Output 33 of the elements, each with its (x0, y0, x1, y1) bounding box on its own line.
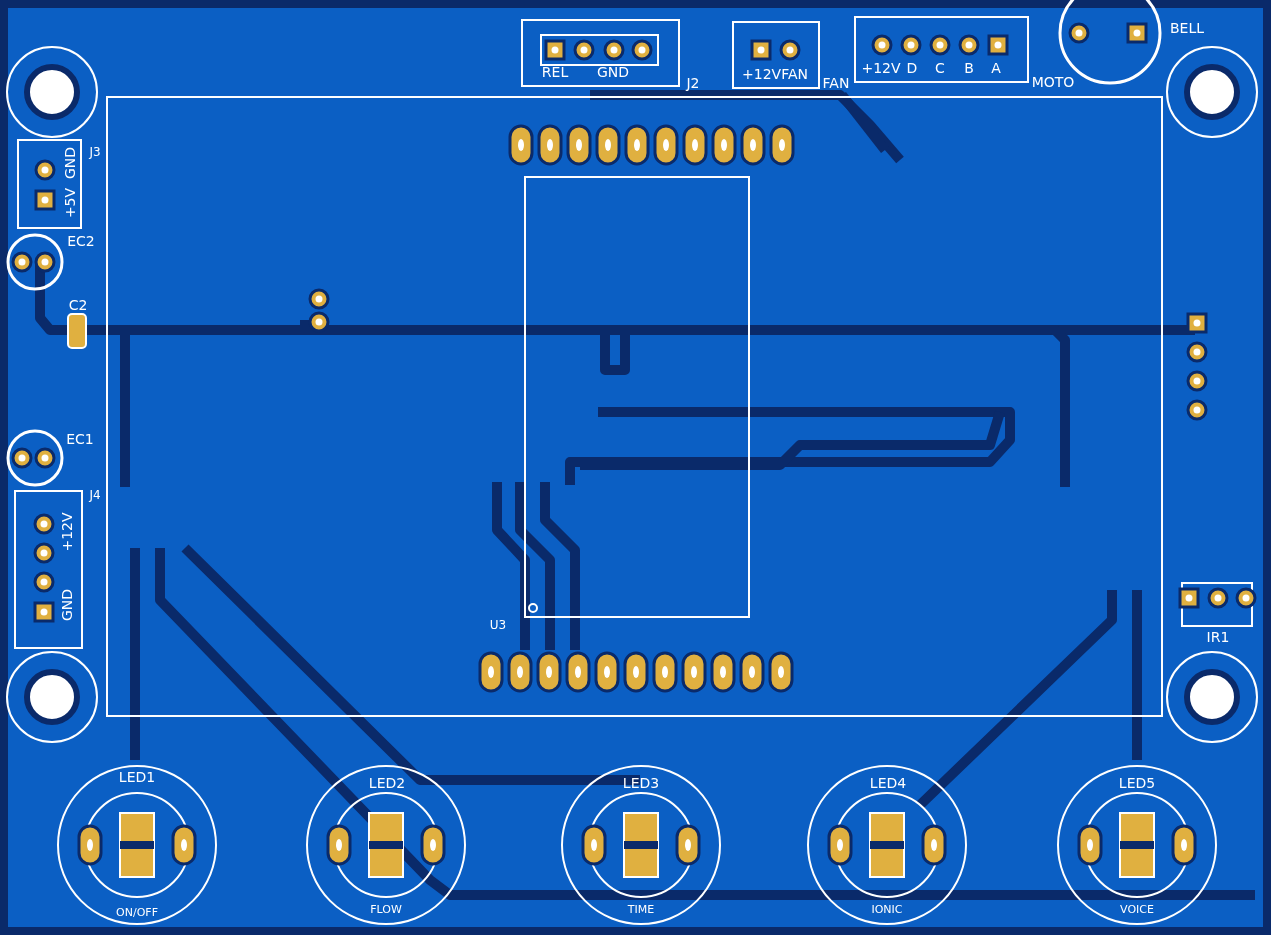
reference-designator: J2 (686, 76, 700, 90)
function-label: IONIC (871, 903, 903, 915)
reference-designator: LED5 (1118, 776, 1156, 790)
reference-designator: LED3 (622, 776, 660, 790)
pin-label: +5V (63, 187, 77, 219)
reference-designator: LED1 (118, 770, 156, 784)
reference-designator: C2 (68, 298, 88, 312)
pin-label: GND (63, 146, 77, 180)
function-label: ON/OFF (116, 906, 158, 918)
pin-label: +12V (861, 61, 901, 75)
function-label: VOICE (1120, 903, 1154, 915)
pin-label: GND (60, 588, 74, 622)
connector-label: MOTO (1031, 75, 1075, 89)
pin-label: B (964, 61, 974, 75)
reference-designator: LED4 (869, 776, 907, 790)
pin-label: D (906, 61, 918, 75)
component-label: BELL (1169, 21, 1205, 35)
connector-label: FAN (822, 76, 850, 90)
reference-designator: J4 (89, 489, 101, 501)
reference-designator: J3 (89, 146, 101, 158)
function-label: TIME (627, 903, 655, 915)
pin-label: GND (596, 65, 630, 79)
pin-label: +12VFAN (742, 67, 808, 81)
pin-label: +12V (60, 512, 74, 552)
reference-designator: EC2 (67, 234, 95, 248)
function-label: FLOW (370, 903, 402, 915)
pin-label: REL (541, 65, 569, 79)
reference-designator: EC1 (66, 432, 94, 446)
reference-designator: U3 (489, 619, 507, 631)
pin-label: C (935, 61, 945, 75)
pin-label: A (991, 61, 1001, 75)
reference-designator: LED2 (368, 776, 406, 790)
reference-designator: IR1 (1206, 630, 1230, 644)
